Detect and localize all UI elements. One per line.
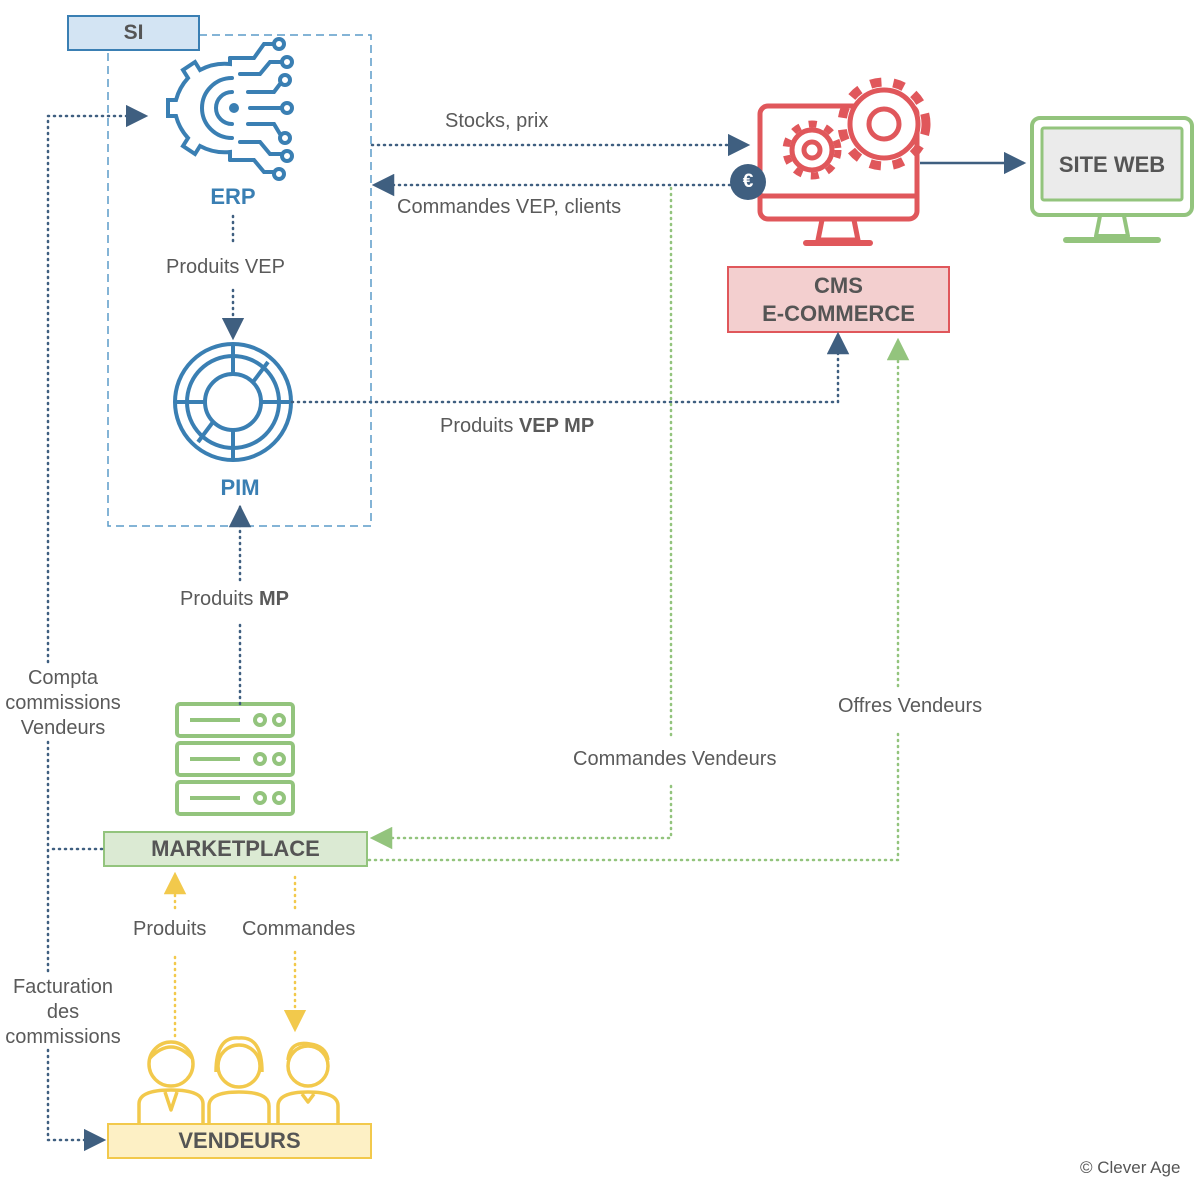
vendeurs-box [107,1123,372,1159]
site-web-monitor-icon [1030,116,1194,243]
label-compta-line3: Vendeurs [20,717,106,739]
label-produits: Produits [133,918,207,940]
cms-label: CMS E-COMMERCE [728,267,949,332]
pim-title: PIM [220,475,260,500]
label-commandes-vendeurs: Commandes Vendeurs [573,748,777,770]
label-offres-vendeurs: Offres Vendeurs [838,695,983,717]
server-stack-icon [175,702,295,816]
label-facturation-line1: Facturation [12,976,114,998]
label-commandes-vep-clients: Commandes VEP, clients [397,196,622,218]
label-produits-mp-bold: MP [258,588,289,610]
pim-wheel-icon [173,342,293,462]
copyright: © Clever Age [1080,1158,1181,1177]
label-produits-vep-mp: Produits VEP MP [440,414,594,439]
vendeurs-label: VENDEURS [178,1128,301,1153]
euro-badge-label: € [742,171,754,192]
label-produits-mp-prefix: Produits [180,588,254,610]
marketplace-label: MARKETPLACE [151,836,320,861]
erp-title: ERP [210,184,256,209]
label-compta: Compta commissions Vendeurs [0,666,126,741]
arrow-produits-vep-mp [290,331,850,404]
label-produits-mp: Produits MP [180,587,289,612]
label-compta-line2: commissions [5,692,121,714]
euro-badge [730,164,766,200]
si-label-box [67,15,200,51]
cms-monitor-icon [757,77,931,246]
si-container [107,34,372,527]
arrow-commandes-vendeurs [372,186,673,838]
cms-label-line2: E-COMMERCE [762,300,915,326]
label-facturation-line3: commissions [5,1026,121,1048]
flow-lines-yellow [175,874,295,1036]
arrow-compta [46,104,149,664]
arrow-facturation [46,740,104,1140]
vendors-people-icon [137,1036,340,1124]
erp-gear-icon [166,37,294,181]
si-label: SI [123,21,144,44]
label-facturation: Facturation des commissions [0,975,126,1050]
flow-lines-blue [46,104,850,1140]
label-facturation-line2: des [46,1001,80,1023]
label-produits-vep-mp-bold: VEP MP [518,415,595,437]
site-web-label: SITE WEB [1058,152,1166,177]
flow-lines-green [367,186,898,862]
label-stocks-prix: Stocks, prix [445,110,549,132]
label-produits-vep-mp-prefix: Produits [440,415,514,437]
arrow-offres-vendeurs [367,340,898,862]
label-produits-vep: Produits VEP [166,256,285,278]
label-compta-line1: Compta [27,667,99,689]
label-commandes: Commandes [242,918,356,940]
cms-label-line1: CMS [814,272,863,298]
marketplace-box [103,831,368,867]
